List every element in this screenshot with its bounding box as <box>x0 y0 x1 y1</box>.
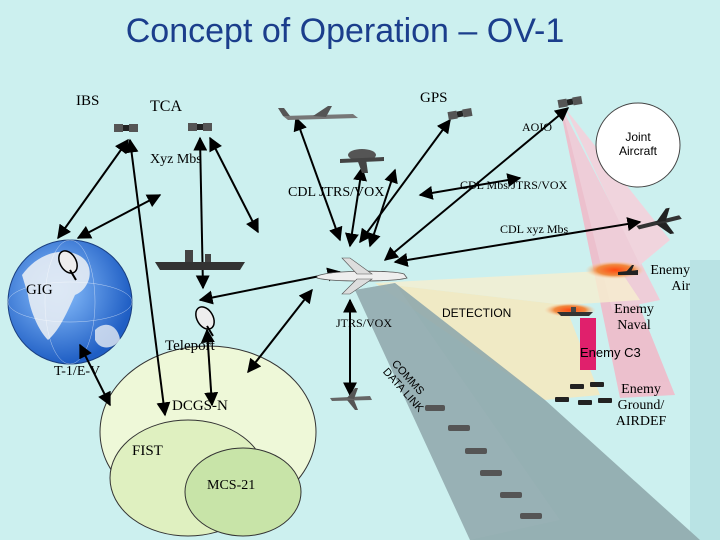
joint-aircraft-circle <box>595 102 681 188</box>
cdl-mbs-jtrs-vox-label: CDL Mbs/JTRS/VOX <box>460 178 568 192</box>
jtrs-vox-label: JTRS/VOX <box>336 316 393 330</box>
mcs21-circle <box>184 447 302 537</box>
ground-vehicles <box>425 405 542 519</box>
e2-aircraft-icon <box>340 149 384 173</box>
c2-nodes <box>99 345 317 537</box>
fist-label: FIST <box>132 443 163 459</box>
mcs21-label: MCS-21 <box>207 478 256 493</box>
ship-icon <box>155 250 245 270</box>
enemy-c3-bar <box>580 318 596 370</box>
surveillance-aircraft-icon <box>278 106 358 120</box>
dcgs-label: DCGS-N <box>172 398 228 414</box>
t1-ev-label: T-1/E-V <box>54 364 101 379</box>
enemy-ground-airdef-label: Enemy Ground/ AIRDEF <box>615 382 667 429</box>
cdl-jtrs-vox-label: CDL JTRS/VOX <box>288 185 385 200</box>
aoio-label: AOIO <box>522 120 552 134</box>
enemy-aircraft-icon <box>618 265 638 275</box>
tca-label: TCA <box>150 98 182 115</box>
satellite-icon <box>447 107 473 121</box>
satellite-icon <box>114 124 138 132</box>
ibs-label: IBS <box>76 93 100 109</box>
enemy-ship-icon <box>557 307 593 316</box>
enemy-c3-label: Enemy C3 <box>580 345 641 360</box>
radar-dish-icon <box>195 306 215 337</box>
detection-label: DETECTION <box>442 306 512 320</box>
satellite-icon <box>188 123 212 131</box>
comm-links <box>57 107 642 417</box>
satellite-icon <box>557 95 583 109</box>
main-aircraft-icon <box>316 257 408 295</box>
cdl-xyz-mbs-label: CDL xyz Mbs <box>500 222 569 236</box>
enemy-air-burst <box>585 261 645 279</box>
xyz-mbs-label: Xyz Mbs <box>150 152 202 167</box>
page-title: Concept of Operation – OV-1 <box>125 12 565 50</box>
enemy-naval-label: Enemy Naval <box>614 302 654 333</box>
uav-icon <box>330 388 372 410</box>
gps-label: GPS <box>420 90 448 106</box>
right-panel <box>690 260 720 540</box>
fighter-icon <box>636 207 682 235</box>
radar-dish-icon <box>58 250 78 281</box>
teleport-label: Teleport <box>165 338 215 354</box>
enemy-ground-vehicles <box>555 382 612 405</box>
enemy-air-label: Enemy Air <box>650 263 690 294</box>
gig-label: GIG <box>26 282 53 298</box>
joint-aircraft-label: Joint Aircraft <box>618 130 657 158</box>
